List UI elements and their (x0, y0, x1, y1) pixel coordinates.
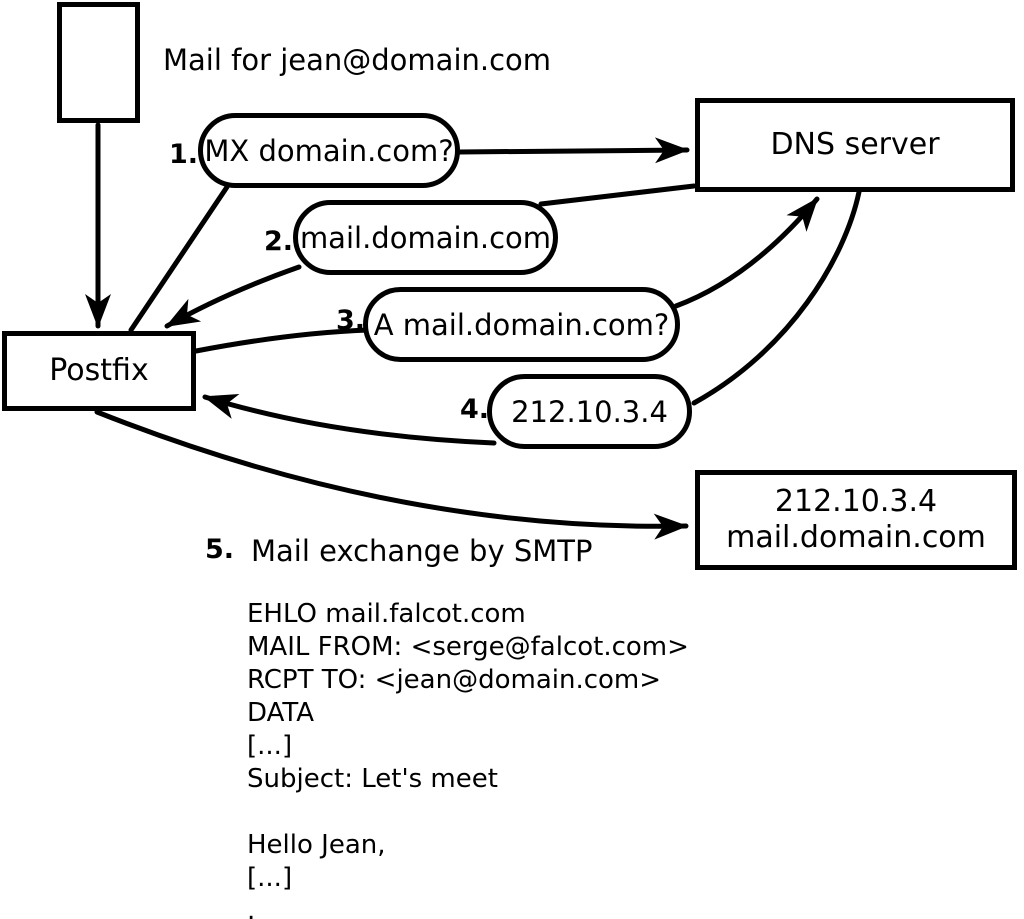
step-number-4: 4. (460, 394, 490, 425)
a-answer-pill: 212.10.3.4 (487, 374, 692, 449)
diagram-title: Mail for jean@domain.com (163, 43, 552, 77)
dns-server-node: DNS server (695, 98, 1015, 192)
postfix-node: Postfix (2, 331, 196, 411)
mail-message-box (57, 2, 140, 123)
mx-answer-pill: mail.domain.com (293, 200, 558, 275)
connector-dns-to-answer2 (538, 183, 697, 207)
mail-server-node: 212.10.3.4 mail.domain.com (695, 470, 1017, 570)
mx-query-pill: MX domain.com? (198, 113, 460, 188)
connector-query3-to-dns (673, 196, 820, 309)
step-number-1: 1. (169, 139, 199, 170)
connector-answer2-to-postfix (164, 264, 302, 329)
a-query-label: A mail.domain.com? (373, 307, 670, 342)
a-query-pill: A mail.domain.com? (363, 287, 680, 362)
mail-server-ip: 212.10.3.4 (774, 484, 938, 519)
postfix-label: Postfix (49, 353, 149, 388)
step-number-2: 2. (264, 226, 294, 257)
connector-answer4-to-postfix (202, 394, 497, 446)
mx-answer-label: mail.domain.com (299, 220, 552, 255)
mail-server-hostname: mail.domain.com (726, 520, 986, 555)
connector-query1-to-dns (456, 137, 690, 164)
a-answer-label: 212.10.3.4 (511, 394, 668, 429)
smtp-session-text: EHLO mail.falcot.com MAIL FROM: <serge@f… (247, 599, 689, 919)
connector-dns-to-answer4 (691, 189, 862, 406)
step-number-3: 3. (336, 305, 366, 336)
smtp-exchange-label: Mail exchange by SMTP (251, 534, 593, 568)
dns-server-label: DNS server (770, 127, 940, 162)
connector-postfix-to-query1 (128, 184, 230, 333)
step-number-5: 5. (205, 534, 235, 565)
connector-postfix-to-mailserver (94, 409, 689, 540)
mx-query-label: MX domain.com? (204, 133, 454, 168)
connector-postfix-to-query3 (193, 327, 371, 354)
